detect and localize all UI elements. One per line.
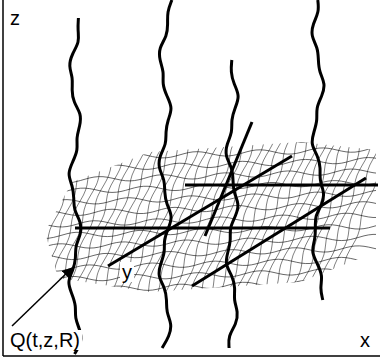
mesh-strand [40,190,380,205]
mesh-strand [328,135,380,295]
mesh-strand [40,158,380,172]
mesh-strand [335,135,380,295]
mesh-strand [117,135,177,295]
lattice-rod [108,156,292,266]
mesh-strand [40,246,380,260]
mesh-strand [55,135,115,295]
polymer-chain [69,18,81,354]
mesh-strand [40,279,380,293]
lattice-rod [192,178,366,286]
lattice-rod [75,227,330,230]
mesh-strand [40,134,380,150]
mesh-strand [171,135,231,295]
mesh-strand [94,135,146,295]
lattice-rod [185,184,378,187]
mesh-strand [40,178,380,194]
mesh-strand [157,135,211,295]
mesh-strand [40,255,380,271]
polymer-chain [226,60,238,348]
axis-label: y [120,262,134,282]
mesh-strand [84,135,137,295]
mesh-strand [255,135,307,295]
membrane-mesh [0,134,380,295]
mesh-strand [40,135,93,295]
function-label: Q(t,z,R) [8,330,82,350]
mesh-strand [0,135,60,295]
mesh-strand [0,135,51,295]
mesh-strand [103,135,158,295]
mesh-strand [9,135,68,295]
axis-label: z [8,8,22,28]
mesh-strand [19,135,74,295]
polymer-chain [312,0,324,300]
mesh-strand [0,135,40,295]
mesh-strand [234,135,293,295]
polymer-chains [69,0,324,354]
mesh-strand [244,135,299,295]
mesh-strand [137,135,190,295]
x-axis [3,355,380,357]
z-axis [2,0,4,356]
pointer-arrow [12,268,72,326]
mesh-strand [319,135,371,295]
mesh-strand [265,135,317,295]
mesh-strand [126,135,183,295]
axis-label: x [358,330,372,350]
polymer-chain [159,0,172,348]
